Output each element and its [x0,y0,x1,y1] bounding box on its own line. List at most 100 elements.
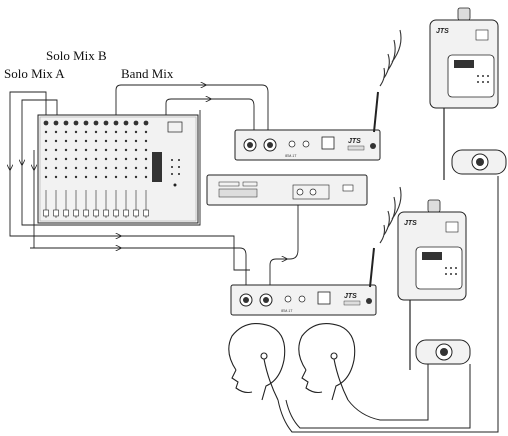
mixer-knob [84,130,88,134]
rack-receiver-unit [206,174,368,206]
transmitter-model: IEM-1T [285,154,297,158]
mixer-knob [124,148,128,152]
bodypack-receiver-1-side [451,149,507,175]
mixer-knob [84,148,88,152]
mixer-knob [104,175,108,179]
fader-cap [123,209,129,217]
mixer-knob [134,175,138,179]
mixer-knob [104,148,108,152]
mixer-knob [94,175,98,179]
iem-transmitter-1: JTS IEM-1T [234,91,381,161]
mixer-knob [64,166,68,170]
mixer-knob [94,157,98,161]
receiver-brand-2: JTS [404,220,417,227]
mixer-knob [44,139,48,143]
mixer-knob [54,130,58,134]
mixer-knob [134,157,138,161]
mixer-knob [94,130,98,134]
radio-waves [379,29,402,244]
mixer-knob [114,166,118,170]
receiver-brand: JTS [436,28,449,35]
mixer-knob [104,139,108,143]
mixer-knob [133,120,139,126]
mixer-knob [74,130,78,134]
transmitter-model-2: IEM-1T [281,309,293,313]
mixer-knob [114,157,118,161]
mixing-console [37,114,199,224]
mixer-knob [64,139,68,143]
mixer-knob [134,130,138,134]
mixer-knob [44,130,48,134]
fader-cap [83,209,89,217]
mixer-knob [74,175,78,179]
mixer-knob [114,130,118,134]
mixer-knob [54,148,58,152]
brand-logo-2: JTS [344,293,357,300]
mixer-knob [83,120,89,126]
fader-cap [93,209,99,217]
mixer-knob [104,166,108,170]
mixer-knob [114,148,118,152]
mixer-knob [93,120,99,126]
mixer-knob [144,166,148,170]
mixer-knob [134,148,138,152]
solo-mix-a-label: Solo Mix A [4,66,65,81]
mixer-knob [94,148,98,152]
mixer-knob [44,148,48,152]
band-mix-label: Band Mix [121,66,174,81]
listener-head-2 [298,323,356,401]
fader-cap [133,209,139,217]
mixer-knob [123,120,129,126]
mixer-knob [74,166,78,170]
bodypack-receiver-2: JTS [397,199,467,370]
earphone-cables [277,176,499,433]
mixer-knob [124,139,128,143]
mixer-knob [44,166,48,170]
mixer-knob [144,139,148,143]
mixer-knob [64,157,68,161]
mixer-knob [44,157,48,161]
mixer-knob [74,157,78,161]
bodypack-receiver-2-side [415,339,471,365]
mixer-knob [54,175,58,179]
mixer-knob [94,139,98,143]
mixer-knob [113,120,119,126]
mixer-knob [84,166,88,170]
solo-mix-b-label: Solo Mix B [46,48,107,63]
fader-cap [103,209,109,217]
bodypack-receiver-1: JTS [429,7,499,180]
mixer-knob [64,130,68,134]
mixer-knob [134,139,138,143]
iem-transmitter-2: JTS IEM-1T [230,247,377,316]
mixer-knob [114,139,118,143]
mixer-knob [74,148,78,152]
mixer-knob [124,157,128,161]
mixer-knob [43,120,49,126]
mixer-knob [144,148,148,152]
mixer-knob [134,166,138,170]
listener-head-1 [228,323,286,401]
mixer-knob [94,166,98,170]
mixer-knob [124,175,128,179]
mixer-knob [143,120,149,126]
mixer-knob [84,139,88,143]
mixer-knob [63,120,69,126]
mixer-knob [53,120,59,126]
mixer-knob [104,130,108,134]
mixer-knob [74,139,78,143]
brand-logo: JTS [348,138,361,145]
mixer-knob [54,157,58,161]
mixer-knob [124,130,128,134]
fader-cap [143,209,149,217]
mixer-knob [54,166,58,170]
mixer-knob [44,175,48,179]
mixer-knob [73,120,79,126]
mixer-knob [64,148,68,152]
fader-cap [43,209,49,217]
fader-cap [73,209,79,217]
fader-cap [53,209,59,217]
mixer-knob [104,157,108,161]
mixer-knob [144,175,148,179]
mixer-knob [84,157,88,161]
